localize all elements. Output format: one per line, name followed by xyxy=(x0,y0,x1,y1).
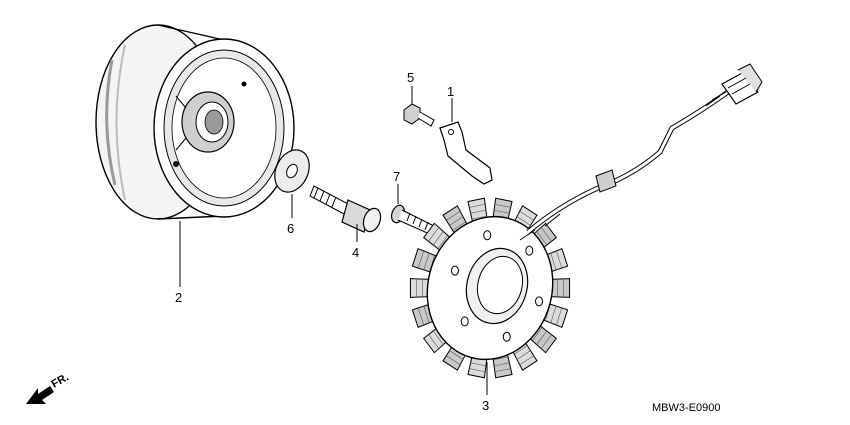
stator-winding-line xyxy=(540,333,553,350)
stator-winding-line xyxy=(417,307,425,326)
diagram-code: MBW3-E0900 xyxy=(652,402,720,414)
callout-4: 4 xyxy=(352,245,359,260)
stator-winding-line xyxy=(432,330,444,345)
flywheel xyxy=(95,24,295,220)
stator-screw xyxy=(390,204,439,237)
stator xyxy=(409,197,571,379)
stator-winding-line xyxy=(493,209,510,214)
stator-mount-hole xyxy=(483,230,492,241)
stator-winding-line xyxy=(432,231,444,246)
stator-winding-line xyxy=(493,362,510,367)
stator-winding-line xyxy=(449,216,464,226)
stator-mount-hole xyxy=(450,265,459,276)
stator-mount-hole xyxy=(525,245,534,256)
stator-mount-hole xyxy=(502,331,511,342)
stator-winding-line xyxy=(555,250,563,269)
stator-winding-line xyxy=(452,221,466,231)
stator-winding-line xyxy=(494,368,512,373)
stator-bracket xyxy=(439,121,493,185)
stator-winding-line xyxy=(427,333,440,350)
stator-winding-line xyxy=(445,355,461,366)
stator-winding-line xyxy=(536,330,548,345)
stator-winding-line xyxy=(519,355,535,366)
stator-winding-line xyxy=(519,210,535,221)
callout-6: 6 xyxy=(287,221,294,236)
stator-winding-line xyxy=(550,252,557,271)
callout-7: 7 xyxy=(393,169,400,184)
stator-winding-line xyxy=(494,203,512,208)
stator-winding-line xyxy=(468,368,486,373)
callout-3: 3 xyxy=(482,398,489,413)
stator-winding-line xyxy=(427,226,440,243)
stator-winding-line xyxy=(516,350,531,360)
stator-winding-line xyxy=(514,345,528,355)
stator-winding-line xyxy=(516,216,531,226)
connector-icon xyxy=(721,63,763,105)
stator-winding-line xyxy=(423,252,430,271)
front-direction-icon: FR. xyxy=(26,371,71,404)
callout-2: 2 xyxy=(175,290,182,305)
flywheel-bolt xyxy=(309,185,382,233)
stator-winding-line xyxy=(449,350,464,360)
stator-winding-line xyxy=(417,250,425,269)
stator-winding-line xyxy=(532,327,543,341)
stator-winding-line xyxy=(536,231,548,246)
washer xyxy=(274,149,310,193)
stator-winding-line xyxy=(470,362,487,367)
stator-winding-line xyxy=(550,305,557,324)
front-direction-label: FR. xyxy=(50,371,71,390)
bolt-small xyxy=(403,103,435,127)
stator-winding-line xyxy=(470,209,487,214)
stator-winding-line xyxy=(468,203,486,208)
stator-mount-hole xyxy=(460,316,469,327)
callout-5: 5 xyxy=(407,70,414,85)
stator-winding-line xyxy=(445,210,461,221)
stator-winding-line xyxy=(555,307,563,326)
stator-winding-line xyxy=(493,356,508,361)
wire-harness xyxy=(519,89,730,241)
stator-winding-line xyxy=(437,235,448,249)
stator-mount-hole xyxy=(535,296,544,307)
stator-winding-line xyxy=(423,305,430,324)
callout-1: 1 xyxy=(447,84,454,99)
stator-winding-line xyxy=(472,215,487,220)
stator-winding-line xyxy=(540,226,553,243)
